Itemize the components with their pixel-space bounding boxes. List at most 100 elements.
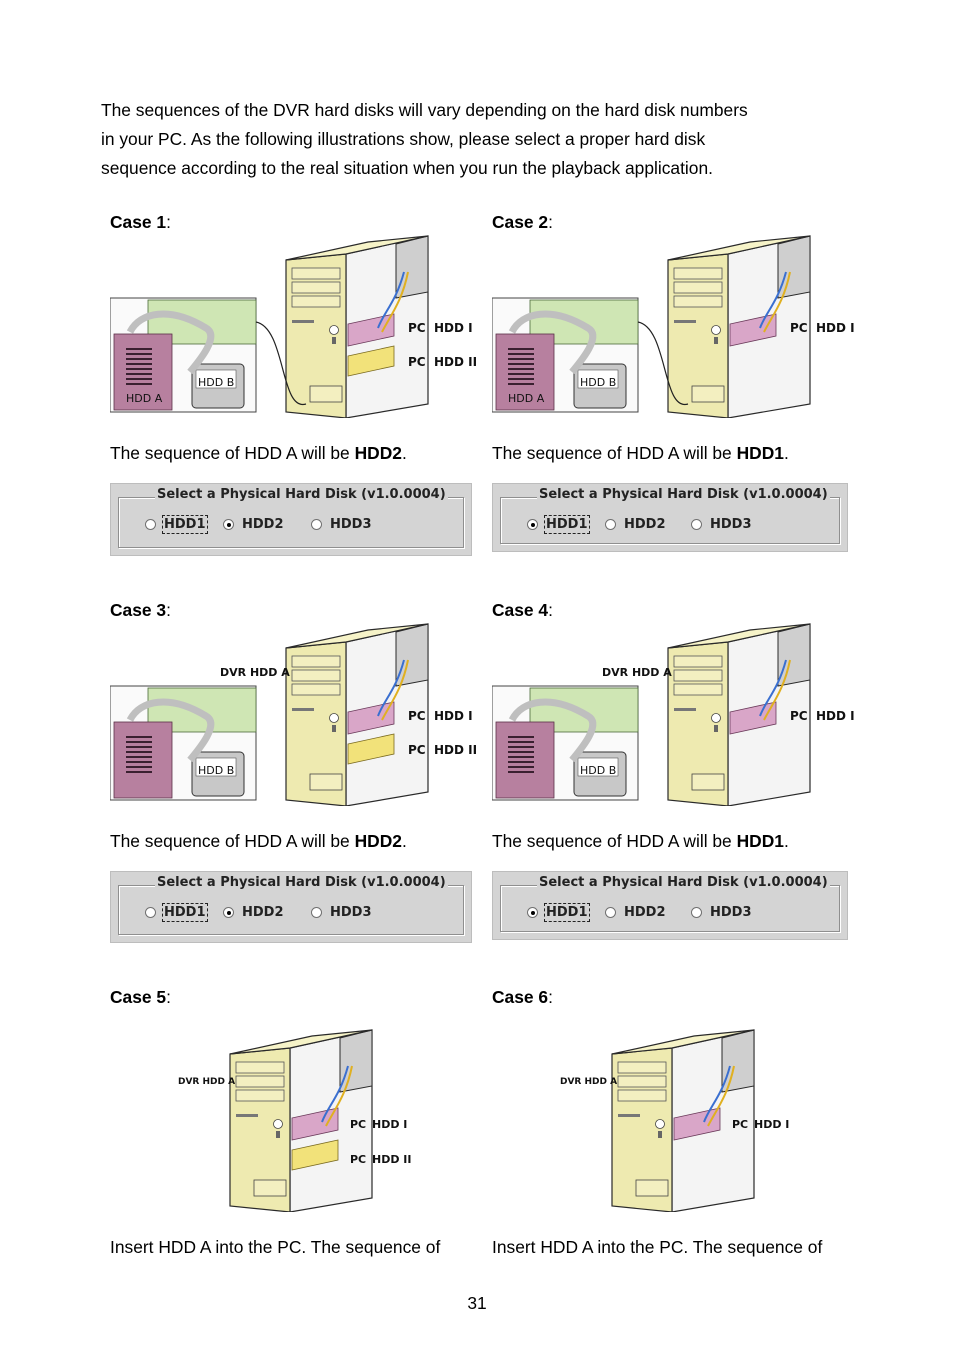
pc-psu <box>721 1029 755 1093</box>
drive-bay <box>673 295 723 308</box>
pc-hdd-1 <box>347 313 395 347</box>
case-3-title: Case 3: <box>110 600 171 620</box>
radio-button[interactable] <box>311 907 322 918</box>
intro-line: The sequences of the DVR hard disks will… <box>101 100 748 120</box>
hdd-2-label: HDD II <box>434 355 477 369</box>
cable <box>377 271 405 329</box>
hdd-option-hdd3[interactable]: HDD3 <box>691 517 752 532</box>
vent <box>126 373 152 375</box>
cable <box>703 1065 731 1123</box>
pc-tower <box>229 1029 373 1212</box>
vent <box>126 741 152 743</box>
hdd-option-hdd1[interactable]: HDD1 <box>145 515 208 534</box>
cable <box>759 659 787 717</box>
radio-button[interactable] <box>311 519 322 530</box>
dialog-legend: Select a Physical Hard Disk (v1.0.0004) <box>537 487 830 502</box>
radio-button[interactable] <box>527 519 538 530</box>
vent <box>126 383 152 385</box>
radio-button[interactable] <box>223 519 234 530</box>
radio-button[interactable] <box>145 907 156 918</box>
vent <box>126 368 152 370</box>
vent <box>508 383 534 385</box>
hard-disk-select-dialog: Select a Physical Hard Disk (v1.0.0004)H… <box>110 871 472 943</box>
radio-button[interactable] <box>145 519 156 530</box>
vent <box>126 756 152 758</box>
vent <box>508 756 534 758</box>
vent <box>126 736 152 738</box>
hdd-a-bay <box>113 721 173 799</box>
hdd-option-hdd1[interactable]: HDD1 <box>527 515 590 534</box>
ribbon-cable <box>508 310 597 375</box>
usb-cable <box>637 321 689 405</box>
hdd-option-label: HDD1 <box>544 515 590 534</box>
hdd-option-label: HDD3 <box>710 905 752 920</box>
cable <box>381 271 409 333</box>
pc-tower <box>667 235 811 418</box>
drive-bay <box>235 1089 285 1102</box>
drive-bay <box>617 1089 667 1102</box>
pc-psu <box>395 235 429 299</box>
hdd-1-label: HDD I <box>816 709 855 723</box>
hdd-option-label: HDD1 <box>162 515 208 534</box>
hdd-option-hdd3[interactable]: HDD3 <box>691 905 752 920</box>
hdd-2-label: HDD II <box>372 1153 411 1166</box>
radio-button[interactable] <box>691 907 702 918</box>
vent <box>508 771 534 773</box>
ribbon-cable <box>126 310 215 375</box>
hdd-option-hdd1[interactable]: HDD1 <box>145 903 208 922</box>
power-button <box>329 713 339 723</box>
vent <box>126 348 152 350</box>
case-3-sequence-text: The sequence of HDD A will be HDD2. <box>110 831 407 851</box>
front-port <box>309 773 343 791</box>
pc-tower <box>667 623 811 806</box>
radio-button[interactable] <box>605 907 616 918</box>
hdd-option-hdd2[interactable]: HDD2 <box>605 517 666 532</box>
hard-disk-select-dialog: Select a Physical Hard Disk (v1.0.0004)H… <box>110 483 472 556</box>
power-button <box>711 325 721 335</box>
pc-hdd-1 <box>347 701 395 735</box>
drive-bay <box>291 683 341 696</box>
hdd-option-label: HDD2 <box>624 905 666 920</box>
radio-button[interactable] <box>605 519 616 530</box>
cable <box>707 1065 735 1127</box>
pc-top <box>667 623 811 649</box>
hdd-b-label-plate <box>577 757 619 777</box>
hdd-option-hdd1[interactable]: HDD1 <box>527 903 590 922</box>
drive-bay <box>673 669 723 682</box>
vent <box>126 378 152 380</box>
drive-bay <box>291 295 341 308</box>
pc-psu <box>777 623 811 687</box>
radio-button[interactable] <box>223 907 234 918</box>
pc-hdd-2 <box>347 345 395 377</box>
pc-psu <box>777 235 811 299</box>
pc-tower <box>285 235 429 418</box>
hdd-option-hdd3[interactable]: HDD3 <box>311 905 372 920</box>
intro-line: in your PC. As the following illustratio… <box>101 129 706 149</box>
vent <box>508 766 534 768</box>
hdd-option-hdd2[interactable]: HDD2 <box>605 905 666 920</box>
intro-paragraph: The sequences of the DVR hard disks will… <box>101 96 861 183</box>
floppy-slot <box>674 320 696 323</box>
pc-top <box>285 623 429 649</box>
radio-button[interactable] <box>691 519 702 530</box>
led <box>276 1131 280 1138</box>
front-port <box>635 1179 669 1197</box>
vent <box>508 353 534 355</box>
pc-psu <box>339 1029 373 1093</box>
pc-hdd-1 <box>729 701 777 735</box>
hdd-option-hdd2[interactable]: HDD2 <box>223 517 284 532</box>
radio-button[interactable] <box>527 907 538 918</box>
front-port <box>309 385 343 403</box>
hdd-option-label: HDD3 <box>710 517 752 532</box>
hdd-1-label: HDD I <box>372 1118 407 1131</box>
hdd-option-hdd2[interactable]: HDD2 <box>223 905 284 920</box>
dvr-hdd-a-label: DVR HDD A <box>602 666 672 679</box>
case-5-sequence-text: Insert HDD A into the PC. The sequence o… <box>110 1237 441 1257</box>
cable <box>377 659 405 717</box>
vent <box>508 358 534 360</box>
hdd-option-hdd3[interactable]: HDD3 <box>311 517 372 532</box>
vent <box>126 353 152 355</box>
